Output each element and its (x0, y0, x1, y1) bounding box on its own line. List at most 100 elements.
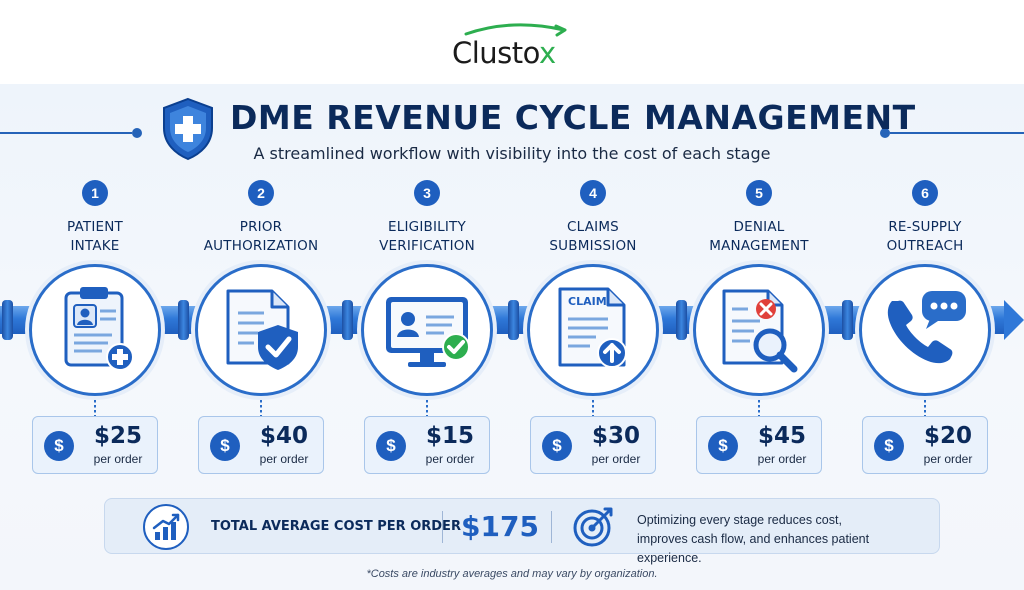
document-shield-icon (226, 289, 298, 370)
stage-label-line: AUTHORIZATION (203, 238, 319, 254)
logo-text-main: Clusto (452, 36, 540, 70)
stage-label: CLAIMS SUBMISSION (513, 218, 673, 256)
stage-label-line: VERIFICATION (379, 238, 475, 254)
cost-amount: $25 (93, 423, 142, 449)
dollar-icon: $ (874, 431, 904, 461)
stage-label-line: PRIOR (239, 219, 283, 235)
summary-total-value: $175 (461, 510, 539, 543)
clustox-logo: Clustox (452, 22, 582, 78)
stage-icon-circle (29, 264, 161, 396)
stage-label: PATIENT INTAKE (15, 218, 175, 256)
target-arrow-icon (571, 505, 617, 554)
stage-prior-authorization: 2 PRIOR AUTHORIZATION $ $40 per order (191, 180, 331, 480)
growth-chart-icon (143, 504, 189, 550)
denial-magnifier-icon (722, 289, 798, 373)
stage-icon-circle (195, 264, 327, 396)
title-deco-dot-left (132, 128, 142, 138)
dollar-icon: $ (542, 431, 572, 461)
title-deco-line-right (890, 132, 1024, 134)
stage-denial-management: 5 DENIAL MANAGEMENT $ $45 per order (689, 180, 829, 480)
stage-label-line: ELIGIBILITY (388, 219, 466, 235)
claim-icon-text: CLAIM (568, 295, 607, 308)
cost-unit: per order (591, 452, 641, 466)
stage-icon-circle (693, 264, 825, 396)
dollar-icon: $ (708, 431, 738, 461)
stage-patient-intake: 1 PATIENT INTAKE $ $25 per order (25, 180, 165, 480)
cost-box: $ $15 per order (364, 416, 490, 474)
workflow-pipe (0, 306, 1010, 334)
stage-label-line: CLAIMS (567, 219, 619, 235)
stage-label: RE-SUPPLY OUTREACH (845, 218, 1005, 256)
connector-dots (758, 400, 760, 416)
pipe-coupler (178, 300, 189, 340)
summary-label: TOTAL AVERAGE COST PER ORDER (211, 519, 461, 534)
stage-number: 4 (580, 180, 606, 206)
stage-claims-submission: 4 CLAIMS SUBMISSION CLAIM $ $30 per orde… (523, 180, 663, 480)
stage-eligibility-verification: 3 ELIGIBILITY VERIFICATION $ $15 per ord… (357, 180, 497, 480)
summary-divider (551, 511, 552, 543)
cost-box: $ $30 per order (530, 416, 656, 474)
pipe-coupler (842, 300, 853, 340)
clipboard-patient-icon (64, 287, 134, 371)
stage-re-supply-outreach: 6 RE-SUPPLY OUTREACH $ $20 per order (855, 180, 995, 480)
cost-amount: $30 (591, 423, 640, 449)
medical-shield-icon (160, 96, 216, 167)
cost-unit: per order (93, 452, 143, 466)
stage-icon-circle (361, 264, 493, 396)
summary-text-line: Optimizing every stage reduces cost, (637, 513, 842, 527)
stage-icon-circle: CLAIM (527, 264, 659, 396)
summary-divider (442, 511, 443, 543)
cost-unit: per order (259, 452, 309, 466)
stage-label: DENIAL MANAGEMENT (679, 218, 839, 256)
cost-amount: $15 (425, 423, 474, 449)
cost-box: $ $20 per order (862, 416, 988, 474)
stage-label-line: SUBMISSION (549, 238, 637, 254)
stage-number: 5 (746, 180, 772, 206)
stage-label-line: RE-SUPPLY (888, 219, 962, 235)
phone-chat-icon (887, 291, 966, 364)
stage-icon-circle (859, 264, 991, 396)
cost-box: $ $25 per order (32, 416, 158, 474)
stage-label-line: INTAKE (70, 238, 120, 254)
connector-dots (592, 400, 594, 416)
summary-panel: TOTAL AVERAGE COST PER ORDER $175 Optimi… (104, 498, 940, 565)
stage-number: 2 (248, 180, 274, 206)
page-subtitle: A streamlined workflow with visibility i… (253, 144, 771, 163)
summary-text-line: improves cash flow, and enhances patient… (637, 532, 870, 565)
cost-amount: $45 (757, 423, 806, 449)
pipe-coupler (676, 300, 687, 340)
connector-dots (924, 400, 926, 416)
footnote: *Costs are industry averages and may var… (366, 568, 658, 580)
stage-label-line: MANAGEMENT (709, 238, 809, 254)
logo-text: Clustox (452, 36, 556, 70)
cost-unit: per order (425, 452, 475, 466)
cost-box: $ $45 per order (696, 416, 822, 474)
stage-label-line: OUTREACH (886, 238, 964, 254)
stage-label: ELIGIBILITY VERIFICATION (347, 218, 507, 256)
cost-amount: $40 (259, 423, 308, 449)
summary-description: Optimizing every stage reduces cost, imp… (637, 511, 937, 568)
title-deco-dot-right (880, 128, 890, 138)
cost-unit: per order (923, 452, 973, 466)
cost-amount: $20 (923, 423, 972, 449)
stage-number: 3 (414, 180, 440, 206)
stage-label: PRIOR AUTHORIZATION (181, 218, 341, 256)
connector-dots (260, 400, 262, 416)
pipe-coupler (2, 300, 13, 340)
stage-number: 6 (912, 180, 938, 206)
page-title: DME REVENUE CYCLE MANAGEMENT (230, 98, 916, 137)
dollar-icon: $ (210, 431, 240, 461)
claim-upload-icon: CLAIM (558, 287, 627, 368)
stage-label-line: PATIENT (67, 219, 123, 235)
monitor-check-icon (386, 297, 470, 367)
stage-label-line: DENIAL (733, 219, 785, 235)
pipe-coupler (508, 300, 519, 340)
cost-unit: per order (757, 452, 807, 466)
pipe-arrow-icon (1004, 300, 1024, 340)
logo-text-accent: x (539, 36, 556, 70)
title-deco-line-left (0, 132, 132, 134)
connector-dots (426, 400, 428, 416)
logo-swoosh-icon (464, 23, 567, 37)
stage-number: 1 (82, 180, 108, 206)
pipe-coupler (342, 300, 353, 340)
